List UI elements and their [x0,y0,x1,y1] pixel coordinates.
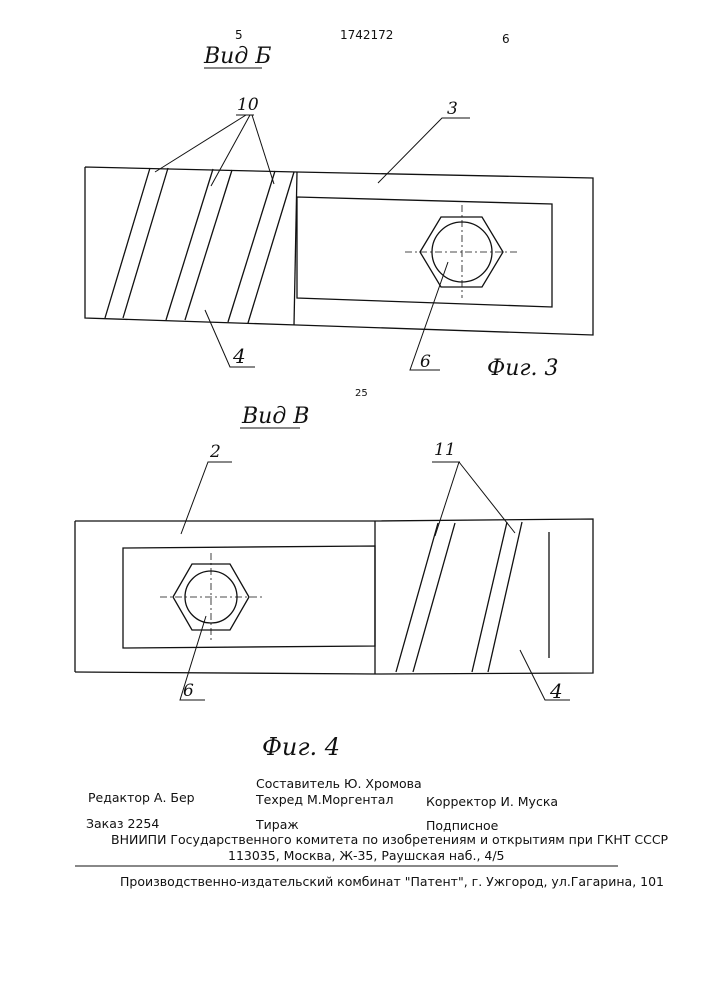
fig3-callout-10: 10 [237,95,259,115]
fig3-caption: Фиг. 3 [487,356,559,381]
fig4-view-title: Вид В [242,404,309,429]
imprint-circulation: Тираж [256,817,299,832]
imprint-order: Заказ 2254 [86,816,159,831]
fig3-grooves [105,168,294,323]
fig4-caption: Фиг. 4 [262,733,340,761]
fig4-callout-11: 11 [434,440,456,460]
fig3-view-title: Вид Б [204,44,271,69]
imprint-address: 113035, Москва, Ж-35, Раушская наб., 4/5 [228,848,505,863]
fig4-leader-2 [181,462,232,534]
fig4-outer-outline [75,519,593,674]
fig3-callout-4: 4 [233,344,246,368]
imprint-organization: ВНИИПИ Государственного комитета по изоб… [111,832,668,847]
fig4-callout-2: 2 [210,442,221,462]
fig4-callout-4: 4 [550,679,563,703]
fig3-callout-6: 6 [420,352,431,372]
imprint-subscription: Подписное [426,818,498,833]
imprint-techred: Техред М.Моргентал [256,792,393,807]
fig4-grooves [396,522,549,672]
imprint-publisher: Производственно-издательский комбинат "П… [120,874,664,889]
fig3-leader-3 [378,118,470,183]
imprint-corrector: Корректор И. Муска [426,794,558,809]
fig3-leader-4 [205,310,255,367]
imprint-editor: Редактор А. Бер [88,790,195,805]
fig3-callout-3: 3 [447,99,458,119]
fig4-callout-6: 6 [183,681,194,701]
imprint-compiler: Составитель Ю. Хромова [256,776,422,791]
